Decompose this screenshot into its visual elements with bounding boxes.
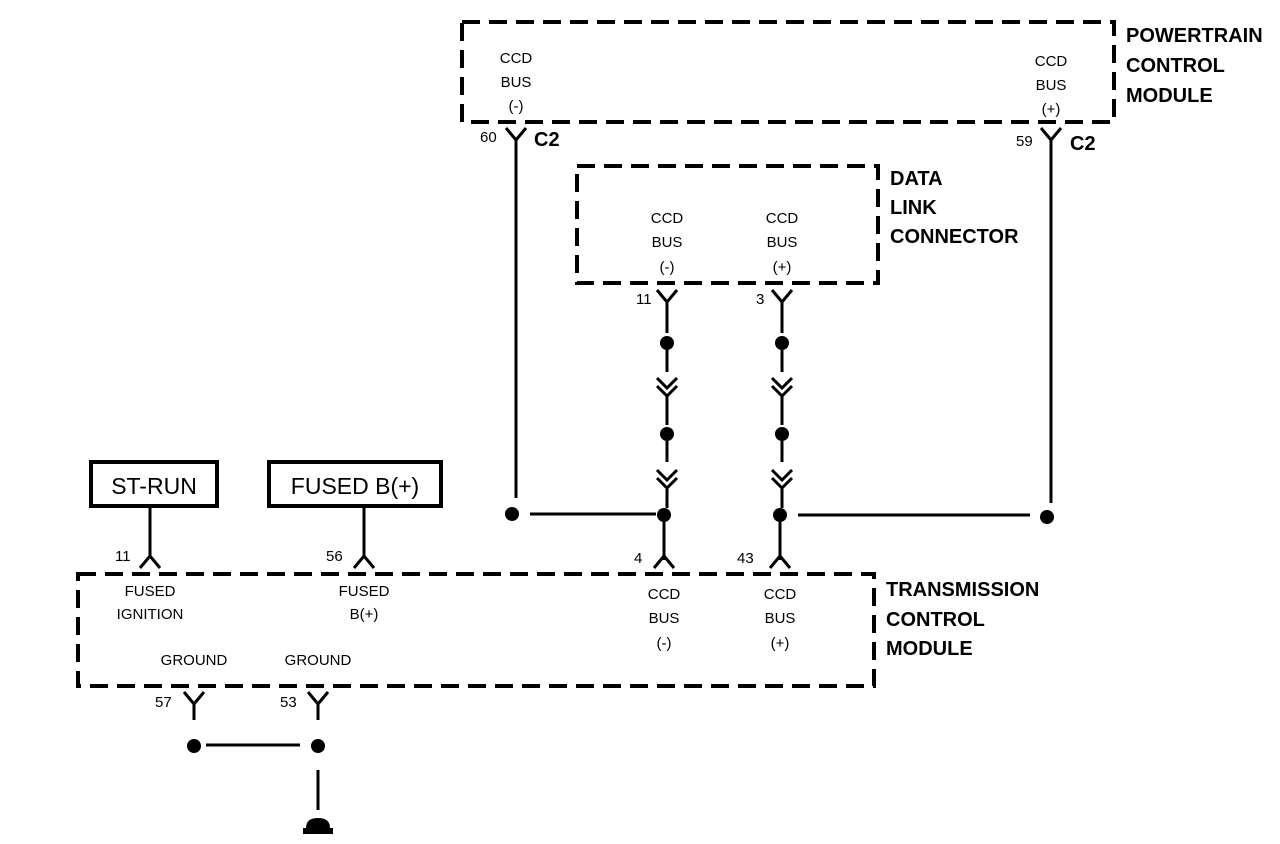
dlc-pin-3-number: 3 — [756, 291, 764, 308]
svg-text:(+): (+) — [771, 635, 790, 652]
svg-text:CONTROL: CONTROL — [1126, 55, 1225, 77]
tcm-pin-56-number: 56 — [326, 548, 343, 565]
tcm-pin-57-number: 57 — [155, 694, 172, 711]
tcm-pin-43-number: 43 — [737, 550, 754, 567]
dlc-pin-11-terminal — [655, 289, 679, 305]
svg-text:POWERTRAIN: POWERTRAIN — [1126, 25, 1263, 47]
svg-text:BUS: BUS — [1036, 77, 1067, 94]
svg-text:BUS: BUS — [652, 234, 683, 251]
tcm-ground-1-label: GROUND — [161, 652, 228, 669]
pcm-pin-60-terminal — [504, 127, 528, 143]
st-run-label: ST-RUN — [111, 473, 197, 499]
splice-dlc-neg-2 — [660, 427, 674, 441]
svg-text:TRANSMISSION: TRANSMISSION — [886, 579, 1039, 601]
svg-text:CCD: CCD — [648, 586, 681, 603]
svg-text:(-): (-) — [657, 635, 672, 652]
tcm-ground-2-label: GROUND — [285, 652, 352, 669]
fused-b-label: FUSED B(+) — [291, 473, 419, 499]
splice-dlc-pos-1 — [775, 336, 789, 350]
fused-b-box — [267, 460, 443, 508]
connector-dlc-pos-2 — [770, 468, 794, 491]
st-run-box — [89, 460, 219, 508]
svg-text:LINK: LINK — [890, 197, 937, 219]
svg-text:(-): (-) — [509, 98, 524, 115]
svg-text:CCD: CCD — [651, 210, 684, 227]
pcm-pin-59-terminal — [1039, 127, 1063, 143]
svg-text:CCD: CCD — [766, 210, 799, 227]
pcm-pin-60-number: 60 — [480, 129, 497, 146]
tcm-box — [76, 572, 876, 688]
tcm-fused-b-label: FUSED B(+) — [339, 583, 390, 623]
splice-dlc-pos-2 — [775, 427, 789, 441]
splice-dlc-neg-1 — [660, 336, 674, 350]
connector-dlc-pos-1 — [770, 376, 794, 399]
tcm-pin-11-number: 11 — [115, 548, 131, 565]
svg-text:MODULE: MODULE — [886, 638, 973, 660]
svg-text:CCD: CCD — [1035, 53, 1068, 70]
connector-dlc-neg-2 — [655, 468, 679, 491]
dlc-box — [575, 164, 880, 285]
tcm-pin-43-terminal — [768, 553, 792, 569]
svg-text:BUS: BUS — [765, 610, 796, 627]
svg-text:(+): (+) — [773, 259, 792, 276]
svg-text:BUS: BUS — [767, 234, 798, 251]
tcm-pin-4-number: 4 — [634, 550, 642, 567]
connector-dlc-neg-1 — [655, 376, 679, 399]
splice-ccd-neg-junction — [657, 508, 671, 522]
svg-text:BUS: BUS — [501, 74, 532, 91]
splice-pcm-pos — [1040, 510, 1054, 524]
tcm-pin-57-terminal — [182, 691, 206, 707]
svg-text:IGNITION: IGNITION — [117, 606, 184, 623]
svg-text:MODULE: MODULE — [1126, 85, 1213, 107]
tcm-pin-11-terminal — [138, 553, 162, 569]
tcm-pin-53-number: 53 — [280, 694, 297, 711]
tcm-pin-53-terminal — [306, 691, 330, 707]
svg-text:DATA: DATA — [890, 168, 943, 190]
svg-text:(-): (-) — [660, 259, 675, 276]
dlc-pin-11-number: 11 — [636, 291, 652, 308]
svg-text:CONNECTOR: CONNECTOR — [890, 226, 1019, 248]
dlc-ccd-pos-label: CCD BUS (+) — [766, 210, 799, 276]
svg-text:BUS: BUS — [649, 610, 680, 627]
pcm-connector-c2-right: C2 — [1070, 133, 1096, 155]
pcm-ccd-neg-label: CCD BUS (-) — [500, 50, 533, 115]
pcm-name: POWERTRAIN CONTROL MODULE — [1126, 25, 1263, 107]
svg-text:FUSED: FUSED — [125, 583, 176, 600]
dlc-name: DATA LINK CONNECTOR — [890, 168, 1019, 248]
splice-ground-57 — [187, 739, 201, 753]
ground-icon-base — [303, 828, 333, 834]
pcm-box — [460, 20, 1116, 124]
svg-text:CCD: CCD — [764, 586, 797, 603]
dlc-pin-3-terminal — [770, 289, 794, 305]
tcm-ccd-pos-label: CCD BUS (+) — [764, 586, 797, 652]
tcm-pin-4-terminal — [652, 553, 676, 569]
svg-text:B(+): B(+) — [350, 606, 379, 623]
tcm-ccd-neg-label: CCD BUS (-) — [648, 586, 681, 652]
pcm-pin-59-number: 59 — [1016, 133, 1033, 150]
splice-ccd-pos-junction — [773, 508, 787, 522]
pcm-connector-c2-left: C2 — [534, 129, 560, 151]
tcm-pin-56-terminal — [352, 553, 376, 569]
pcm-ccd-pos-label: CCD BUS (+) — [1035, 53, 1068, 118]
svg-text:FUSED: FUSED — [339, 583, 390, 600]
svg-text:(+): (+) — [1042, 101, 1061, 118]
svg-text:CONTROL: CONTROL — [886, 609, 985, 631]
svg-text:CCD: CCD — [500, 50, 533, 67]
tcm-name: TRANSMISSION CONTROL MODULE — [886, 579, 1039, 660]
dlc-ccd-neg-label: CCD BUS (-) — [651, 210, 684, 276]
ground-icon — [306, 818, 330, 828]
splice-pcm-neg — [505, 507, 519, 521]
splice-ground-53 — [311, 739, 325, 753]
tcm-fused-ignition-label: FUSED IGNITION — [117, 583, 184, 623]
